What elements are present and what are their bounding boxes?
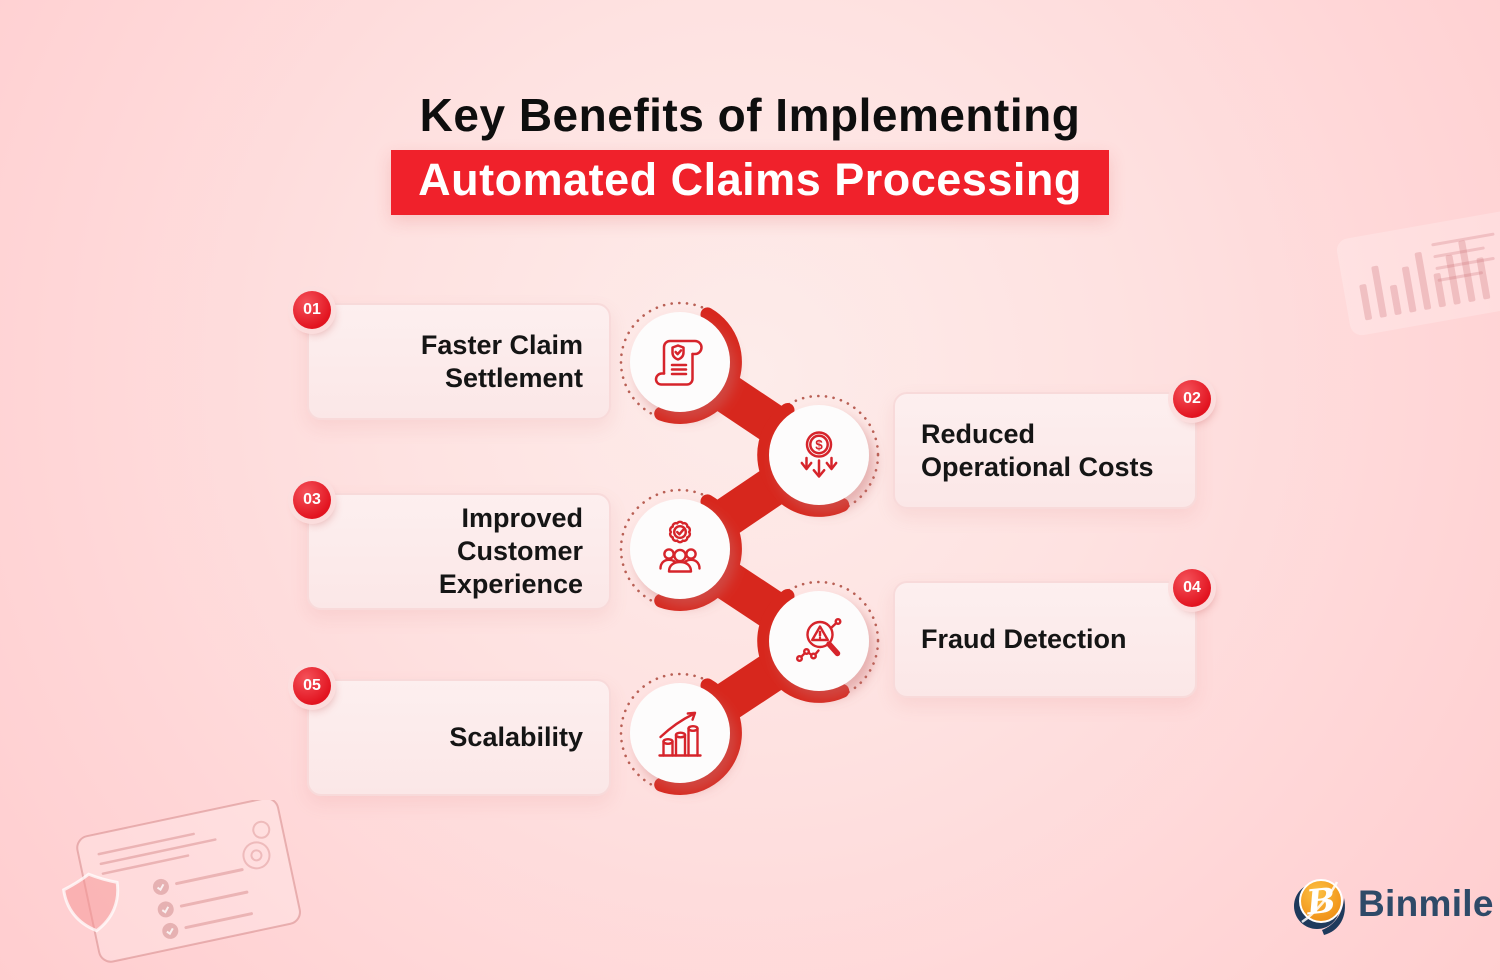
benefit-number-badge: 01 [293,291,331,329]
cost-reduction-icon: $ [800,431,838,478]
shield-sketch-icon [62,872,120,933]
benefit-card-04: 04 Fraud Detection [893,569,1211,698]
connector-arcs [654,307,850,795]
benefit-card-03: 03 Improved Customer Experience [293,481,611,610]
benefit-number-badge: 04 [1173,569,1211,607]
binmile-logo-mark: B [1294,879,1345,935]
scalability-icon [658,711,702,757]
benefit-label: Fraud Detection [921,624,1127,655]
checklist-rows [152,868,253,939]
benefit-card-02: 02 Reduced Operational Costs [893,380,1211,509]
svg-text:$: $ [815,437,823,452]
benefit-number-badge: 05 [293,667,331,705]
benefit-label: Reduced Operational Costs [921,418,1154,482]
fraud-detection-icon [795,617,842,663]
title-line-1: Key Benefits of Implementing [419,89,1081,141]
binmile-logo-text: Binmile [1358,883,1494,924]
page-title: Key Benefits of Implementing Automated C… [0,90,1500,215]
title-line-2-highlight: Automated Claims Processing [391,149,1109,215]
benefit-label: Faster Claim Settlement [420,329,583,393]
claims-checklist-sketch [62,800,301,963]
gear-sketch-icon [242,820,271,870]
icon-circles [630,312,869,783]
benefit-card-01: 01 Faster Claim Settlement [293,291,611,420]
claim-document-icon [654,339,703,386]
benefit-number-badge: 02 [1173,380,1211,418]
customer-experience-icon [659,520,701,573]
binmile-logo: B Binmile [1292,872,1494,936]
benefit-card-05: 05 Scalability [293,667,611,796]
benefit-number-badge: 03 [293,481,331,519]
benefit-label: Improved Customer Experience [438,503,583,599]
benefit-label: Scalability [449,722,583,753]
